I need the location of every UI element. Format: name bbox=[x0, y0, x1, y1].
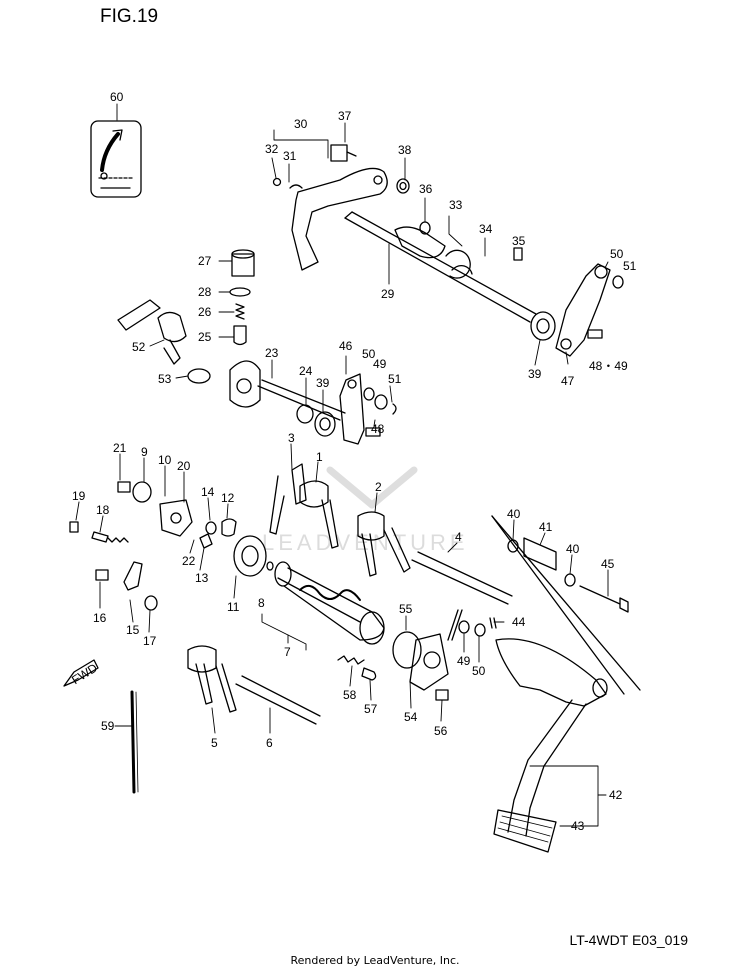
callout-51a: 51 bbox=[623, 259, 637, 273]
callout-41: 41 bbox=[539, 520, 553, 534]
part-23-gearshift-shaft bbox=[229, 360, 346, 437]
callout-47: 47 bbox=[561, 374, 575, 388]
callout-49a: 49 bbox=[373, 357, 387, 371]
callout-55: 55 bbox=[399, 602, 413, 616]
part-47-gear-shift-arm bbox=[555, 263, 624, 357]
callout-20: 20 bbox=[177, 459, 191, 473]
callout-34: 34 bbox=[479, 222, 493, 236]
part-46-cam-driven-arm bbox=[339, 373, 397, 445]
callout-40a: 40 bbox=[507, 507, 521, 521]
part-42-43-gearshift-lever bbox=[491, 515, 641, 853]
callout-3: 3 bbox=[288, 431, 295, 445]
callout-44: 44 bbox=[512, 615, 526, 629]
callout-28: 28 bbox=[198, 285, 212, 299]
callout-30: 30 bbox=[294, 117, 308, 131]
part-8-57-58-pins bbox=[266, 561, 377, 681]
fwd-label: FWD bbox=[69, 661, 100, 688]
part-15-19-small-parts bbox=[69, 521, 158, 611]
part-54-55-56-gearshift-assembly bbox=[392, 609, 486, 701]
callout-39b: 39 bbox=[528, 367, 542, 381]
callout-18: 18 bbox=[96, 503, 110, 517]
callout-9: 9 bbox=[141, 445, 148, 459]
model-code: LT-4WDT E03_019 bbox=[569, 932, 688, 948]
callout-46: 46 bbox=[339, 339, 353, 353]
callout-1: 1 bbox=[316, 450, 323, 464]
callout-56: 56 bbox=[434, 724, 448, 738]
callout-51b: 51 bbox=[388, 372, 402, 386]
callout-13: 13 bbox=[195, 571, 209, 585]
callout-60: 60 bbox=[110, 90, 124, 104]
callout-6: 6 bbox=[266, 736, 273, 750]
callout-58: 58 bbox=[343, 688, 357, 702]
part-44-cotter-pin bbox=[489, 617, 497, 629]
callout-32: 32 bbox=[265, 142, 279, 156]
callout-45: 45 bbox=[601, 557, 615, 571]
callout-17: 17 bbox=[143, 634, 157, 648]
part-11-bearing bbox=[233, 535, 267, 577]
callout-31: 31 bbox=[283, 149, 297, 163]
callout-15: 15 bbox=[126, 623, 140, 637]
part-30-shift-arm bbox=[272, 144, 431, 271]
callout-27: 27 bbox=[198, 254, 212, 268]
leader-lines bbox=[75, 103, 609, 827]
callout-40b: 40 bbox=[566, 542, 580, 556]
callout-50a: 50 bbox=[610, 247, 624, 261]
callout-49b: 49 bbox=[457, 654, 471, 668]
callout-29: 29 bbox=[381, 287, 395, 301]
callout-53: 53 bbox=[158, 372, 172, 386]
callout-50b: 50 bbox=[362, 347, 376, 361]
callout-11: 11 bbox=[227, 600, 240, 614]
callout-39a: 39 bbox=[316, 376, 330, 390]
callout-12: 12 bbox=[221, 491, 235, 505]
part-5-gearshift-fork bbox=[187, 645, 237, 713]
callout-16: 16 bbox=[93, 611, 107, 625]
callout-4849: 48・49 bbox=[589, 359, 628, 373]
callout-19: 19 bbox=[72, 489, 86, 503]
callout-25: 25 bbox=[198, 330, 212, 344]
callout-35: 35 bbox=[512, 234, 526, 248]
fwd-arrow-icon: FWD bbox=[63, 659, 100, 688]
callout-59: 59 bbox=[101, 719, 115, 733]
callout-33: 33 bbox=[449, 198, 463, 212]
part-60-indicator-plate bbox=[90, 120, 142, 198]
part-7-gear-shift-cam bbox=[274, 561, 385, 645]
callout-22: 22 bbox=[182, 554, 196, 568]
part-9-10-20-22-cam-stopper bbox=[117, 481, 237, 549]
callout-36: 36 bbox=[419, 182, 433, 196]
callout-42: 42 bbox=[609, 788, 623, 802]
callout-50c: 50 bbox=[472, 664, 486, 678]
part-1-3-gearshift-forks bbox=[269, 463, 411, 577]
callout-4: 4 bbox=[455, 530, 462, 544]
callout-43: 43 bbox=[571, 819, 585, 833]
callout-2: 2 bbox=[375, 480, 382, 494]
callout-38: 38 bbox=[398, 143, 412, 157]
part-29-shift-shaft bbox=[344, 211, 556, 341]
callout-26: 26 bbox=[198, 305, 212, 319]
rendered-by-credit: Rendered by LeadVenture, Inc. bbox=[290, 954, 460, 967]
part-59-wire bbox=[130, 690, 139, 794]
callout-37: 37 bbox=[338, 109, 352, 123]
callout-labels: 60 37 30 38 32 31 36 33 34 35 50 51 27 2… bbox=[72, 90, 637, 833]
callout-8: 8 bbox=[258, 596, 265, 610]
callout-5: 5 bbox=[211, 736, 218, 750]
callout-23: 23 bbox=[265, 346, 279, 360]
callout-7: 7 bbox=[284, 645, 291, 659]
part-27-28-26-25-plug-assembly bbox=[229, 249, 255, 346]
callout-57: 57 bbox=[364, 702, 378, 716]
callout-14: 14 bbox=[201, 485, 215, 499]
callout-10: 10 bbox=[158, 453, 172, 467]
callout-48: 48 bbox=[371, 422, 385, 436]
callout-24: 24 bbox=[299, 364, 313, 378]
callout-21: 21 bbox=[113, 441, 127, 455]
callout-52: 52 bbox=[132, 340, 146, 354]
part-4-6-fork-shafts bbox=[235, 551, 513, 725]
callout-54: 54 bbox=[404, 710, 418, 724]
figure-title: FIG.19 bbox=[100, 6, 159, 27]
